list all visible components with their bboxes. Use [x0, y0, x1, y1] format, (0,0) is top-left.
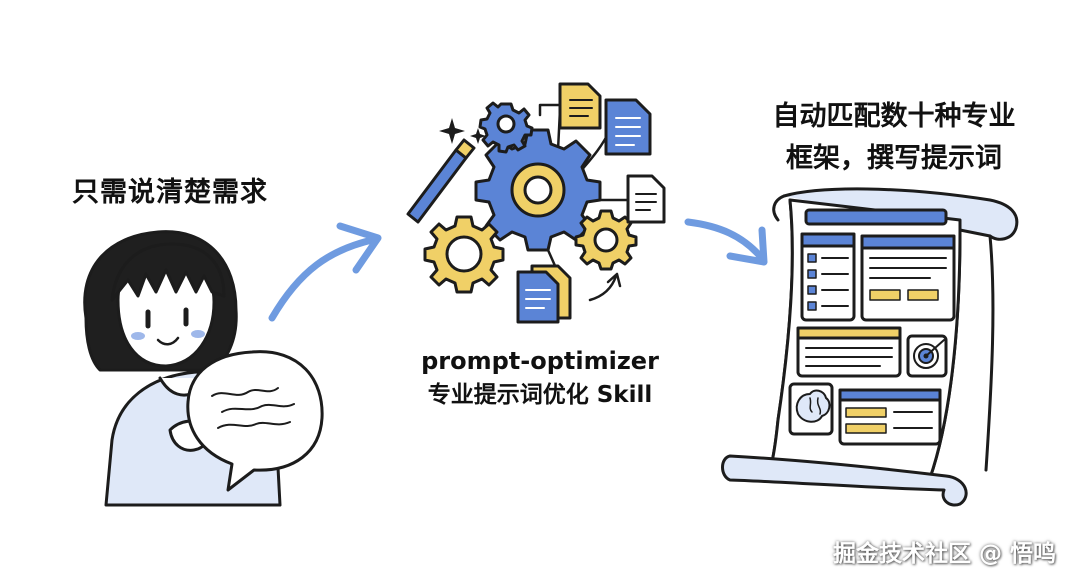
summary-card [796, 326, 902, 378]
scroll-document [721, 187, 1019, 507]
brain-icon [788, 382, 834, 436]
right-caption-line2: 框架，撰写提示词 [786, 143, 1002, 174]
document-icon [516, 264, 572, 324]
detail-card [838, 388, 942, 446]
target-icon [906, 334, 948, 378]
gears-cluster [423, 82, 666, 324]
watermark: 掘金技术社区 @ 悟鸣 [832, 541, 1056, 567]
gear-icon [574, 209, 638, 271]
gear-icon [423, 215, 505, 294]
sparkle-icon [439, 118, 486, 144]
arrow-left [268, 222, 382, 322]
gear-icon [478, 101, 534, 154]
gear-icon [474, 128, 602, 252]
right-caption: 自动匹配数十种专业 框架，撰写提示词 [744, 96, 1044, 180]
left-caption: 只需说清楚需求 [72, 177, 268, 208]
text-card [860, 234, 956, 322]
center-caption: prompt-optimizer 专业提示词优化 Skill [380, 344, 700, 412]
speech-bubble-icon [186, 350, 324, 492]
document-icon [604, 98, 652, 156]
list-card [800, 232, 856, 322]
magic-wand-icon [406, 138, 476, 224]
center-caption-line2: 专业提示词优化 Skill [427, 382, 653, 408]
arrow-right [684, 218, 768, 266]
center-caption-line1: prompt-optimizer [421, 347, 659, 375]
right-caption-line1: 自动匹配数十种专业 [772, 101, 1016, 132]
document-icon [558, 82, 602, 130]
document-icon [626, 174, 666, 224]
